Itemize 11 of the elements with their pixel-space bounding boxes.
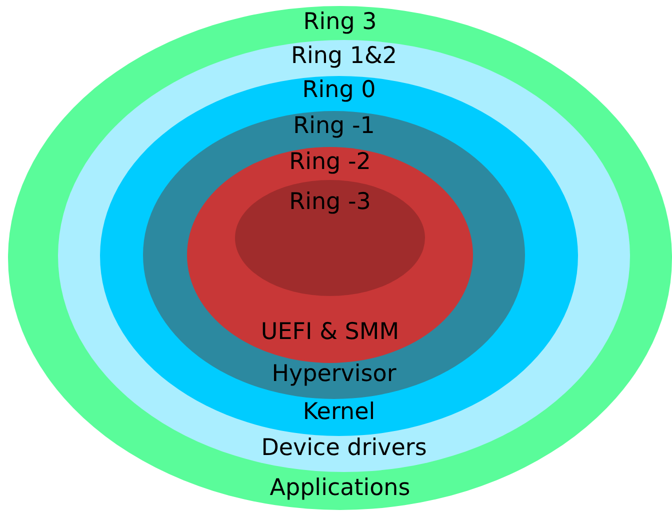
- ring-label: Ring -2: [289, 148, 371, 176]
- ring-description: UEFI & SMM: [260, 318, 400, 346]
- ring-description: Hypervisor: [272, 360, 396, 388]
- ring-description: Device drivers: [261, 434, 427, 462]
- ring-label: Ring 1&2: [290, 42, 398, 70]
- ring-label: Ring 0: [302, 76, 376, 104]
- ring-label: Ring 3: [303, 8, 377, 36]
- ring-description: Kernel: [302, 398, 376, 426]
- ring-label: Ring -1: [293, 112, 375, 140]
- ring-label: Ring -3: [289, 188, 371, 216]
- ring-description: Applications: [270, 474, 410, 502]
